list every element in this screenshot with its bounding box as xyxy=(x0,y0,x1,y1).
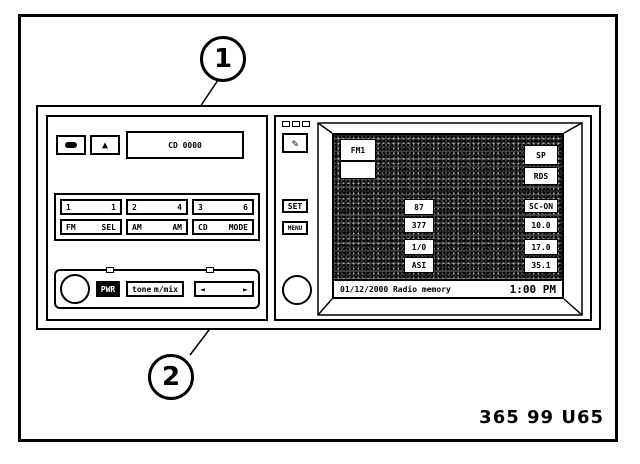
cd-display-text: CD 0000 xyxy=(168,140,202,150)
station-button-1[interactable]: 1 1 xyxy=(60,199,122,215)
bottom-control-group: PWR tone m/mix ◄ ► xyxy=(54,267,260,309)
head-unit: ▲ CD 0000 1 1 2 4 3 6 FM SEL AM xyxy=(36,105,601,330)
screen-label-blank xyxy=(340,161,376,179)
set-label: SET xyxy=(287,201,303,211)
screen-text: SP xyxy=(536,150,546,160)
band-label: SEL xyxy=(101,222,116,232)
radio-panel: ▲ CD 0000 1 1 2 4 3 6 FM SEL AM xyxy=(46,115,268,321)
eject-button[interactable] xyxy=(56,135,86,155)
screen-label-right-4: 10.0 xyxy=(524,217,558,233)
screen-text: RDS xyxy=(533,171,549,181)
seek-left-icon: ◄ xyxy=(200,284,205,294)
load-icon: ▲ xyxy=(101,139,109,151)
menu-label: MENU xyxy=(287,224,303,232)
status-date: 01/12/2000 Radio memory xyxy=(340,284,451,294)
station-label: 1 xyxy=(66,202,71,212)
band-label: FM xyxy=(66,222,76,232)
screen-label-fm1: FM1 xyxy=(340,139,376,161)
screen-text: ASI xyxy=(411,260,427,270)
station-label: 2 xyxy=(132,202,137,212)
station-label: 4 xyxy=(177,202,182,212)
callout-1: 1 xyxy=(200,36,246,82)
indicator-dot xyxy=(206,267,214,273)
seek-button[interactable]: ◄ ► xyxy=(194,281,254,297)
led-1 xyxy=(282,121,290,127)
band-label: MODE xyxy=(228,222,248,232)
band-button-am[interactable]: AM AM xyxy=(126,219,188,235)
led-2 xyxy=(292,121,300,127)
screen-label-right-3: SC-ON xyxy=(524,199,558,213)
menu-button[interactable]: MENU xyxy=(282,221,308,235)
figure-code: 365 99 U65 xyxy=(479,407,604,428)
power-button[interactable]: PWR xyxy=(96,281,120,297)
screen-text: 377 xyxy=(411,220,427,230)
pencil-icon: ✎ xyxy=(291,136,299,150)
info-button[interactable]: ✎ xyxy=(282,133,308,153)
band-label: CD xyxy=(198,222,208,232)
band-button-cd[interactable]: CD MODE xyxy=(192,219,254,235)
screen-text: 17.0 xyxy=(531,242,551,252)
screen-label-right-6: 35.1 xyxy=(524,257,558,273)
nav-screen: FM1 87 377 1/0 ASI SP RDS SC-ON xyxy=(332,133,564,299)
band-label: AM xyxy=(172,222,182,232)
station-button-2[interactable]: 2 4 xyxy=(126,199,188,215)
mix-label: m/mix xyxy=(153,284,178,294)
station-label: 3 xyxy=(198,202,203,212)
cd-slot-display: CD 0000 xyxy=(126,131,244,159)
band-button-fm[interactable]: FM SEL xyxy=(60,219,122,235)
volume-knob[interactable] xyxy=(60,274,90,304)
screen-label-right-1: SP xyxy=(524,145,558,165)
load-button[interactable]: ▲ xyxy=(90,135,120,155)
screen-label-center-2: 377 xyxy=(404,217,434,233)
callout-2: 2 xyxy=(148,354,194,400)
nav-panel: ✎ SET MENU FM1 87 377 xyxy=(274,115,592,321)
nav-knob[interactable] xyxy=(282,275,312,305)
screen-label-right-5: 17.0 xyxy=(524,239,558,255)
screen-text: 35.1 xyxy=(531,260,551,270)
station-label: 6 xyxy=(243,202,248,212)
screen-text: 10.0 xyxy=(531,220,551,230)
led-3 xyxy=(302,121,310,127)
tone-mix-button[interactable]: tone m/mix xyxy=(126,281,184,297)
seek-right-icon: ► xyxy=(243,284,248,294)
station-button-3[interactable]: 3 6 xyxy=(192,199,254,215)
station-button-group: 1 1 2 4 3 6 FM SEL AM AM CD MODE xyxy=(54,193,260,241)
power-label: PWR xyxy=(100,284,116,294)
screen-text: 87 xyxy=(414,202,424,212)
set-button[interactable]: SET xyxy=(282,199,308,213)
screen-label-center-1: 87 xyxy=(404,199,434,215)
screen-label-center-4: ASI xyxy=(404,257,434,273)
screen-label-right-2: RDS xyxy=(524,167,558,185)
screen-text: SC-ON xyxy=(528,201,554,211)
eject-icon xyxy=(65,142,77,148)
screen-label-center-3: 1/0 xyxy=(404,239,434,255)
tone-label: tone xyxy=(132,284,152,294)
screen-text: FM1 xyxy=(350,145,366,155)
screen-status-bar: 01/12/2000 Radio memory 1:00 PM xyxy=(334,279,562,297)
band-label: AM xyxy=(132,222,142,232)
indicator-dot xyxy=(106,267,114,273)
station-label: 1 xyxy=(111,202,116,212)
status-time: 1:00 PM xyxy=(509,282,556,296)
screen-text: 1/0 xyxy=(411,242,427,252)
